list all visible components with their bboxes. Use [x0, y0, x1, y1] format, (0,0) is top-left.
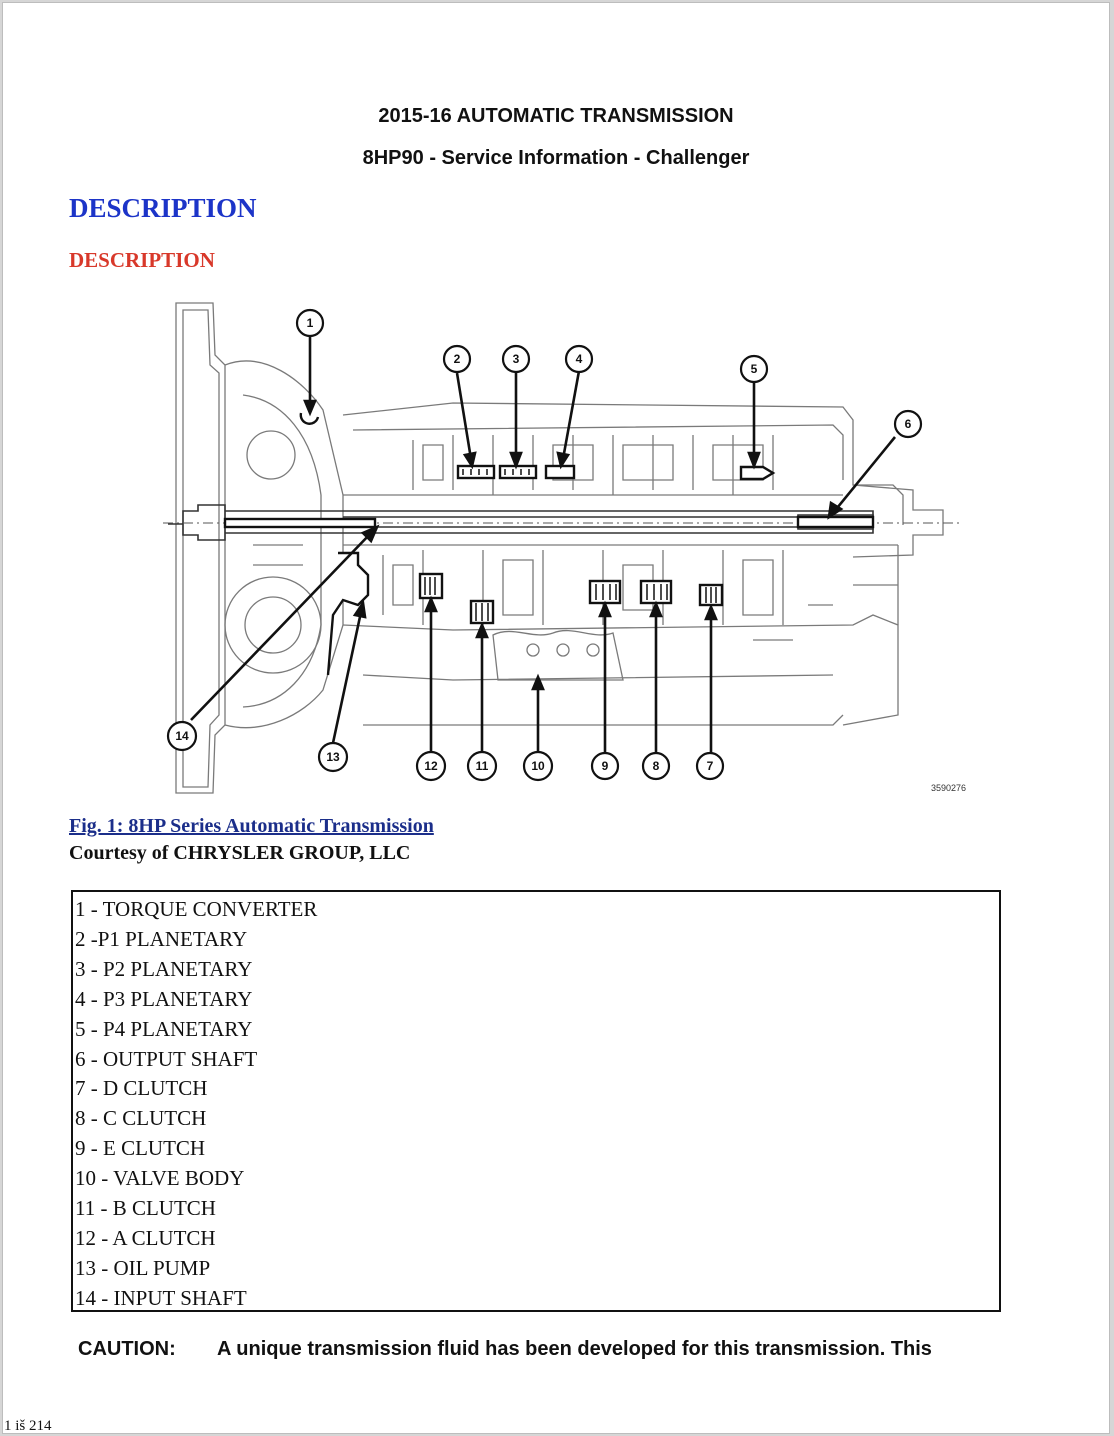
- callout-10: [522, 750, 554, 782]
- callout-7: [695, 751, 725, 781]
- legend-item: 8 - C CLUTCH: [75, 1106, 207, 1131]
- legend-item: 12 - A CLUTCH: [75, 1225, 216, 1250]
- callout-5: [739, 354, 769, 384]
- callout-label-3: 3: [513, 352, 520, 366]
- legend-item: 7 - D CLUTCH: [75, 1076, 208, 1101]
- callout-13: [317, 741, 349, 773]
- callout-4: [564, 344, 594, 374]
- callout-label-6: 6: [905, 417, 912, 431]
- callout-6: [893, 409, 923, 439]
- callout-9: [590, 751, 620, 781]
- legend-item: 13 - OIL PUMP: [75, 1255, 211, 1280]
- legend-item: 2 -P1 PLANETARY: [75, 926, 248, 951]
- callout-label-7: 7: [707, 759, 714, 773]
- callout-label-2: 2: [454, 352, 461, 366]
- callout-2: [442, 344, 472, 374]
- legend-table: 1 - TORQUE CONVERTER 2 -P1 PLANETARY 3 -…: [71, 890, 1001, 1312]
- callout-label-10: 10: [531, 759, 545, 773]
- callout-label-9: 9: [602, 759, 609, 773]
- caution-text: A unique transmission fluid has been dev…: [217, 1338, 932, 1360]
- legend-item: 10 - VALVE BODY: [75, 1166, 245, 1191]
- section-heading: DESCRIPTION: [69, 193, 257, 223]
- callout-8: [641, 751, 671, 781]
- legend-item: 11 - B CLUTCH: [75, 1196, 216, 1221]
- callout-label-4: 4: [576, 352, 583, 366]
- callout-label-1: 1: [307, 316, 314, 330]
- callout-label-13: 13: [326, 750, 340, 764]
- header-subtitle: 8HP90 - Service Information - Challenger: [362, 147, 750, 169]
- callout-label-5: 5: [751, 362, 758, 376]
- legend-item: 14 - INPUT SHAFT: [75, 1285, 247, 1310]
- page-indicator: 1 iš 214: [4, 1418, 52, 1434]
- drawing-number: 3590276: [931, 783, 966, 793]
- callout-label-14: 14: [175, 729, 189, 743]
- caution-label: CAUTION:: [78, 1338, 176, 1360]
- caution-note: CAUTION: A unique transmission fluid has …: [78, 1338, 932, 1361]
- transmission-diagram: 1 2 3 4 5 6 7 8 9 10 11 12 13 14 3590276: [163, 302, 966, 794]
- callout-1: [295, 308, 325, 338]
- legend-item: 6 - OUTPUT SHAFT: [75, 1046, 258, 1071]
- legend-item: 3 - P2 PLANETARY: [75, 956, 253, 981]
- figure-caption-link[interactable]: Fig. 1: 8HP Series Automatic Transmissio…: [69, 815, 434, 837]
- legend-item: 9 - E CLUTCH: [75, 1136, 206, 1161]
- callout-3: [501, 344, 531, 374]
- callout-12: [415, 750, 447, 782]
- legend-item: 5 - P4 PLANETARY: [75, 1016, 253, 1041]
- figure-courtesy: Courtesy of CHRYSLER GROUP, LLC: [69, 842, 411, 864]
- sub-heading: DESCRIPTION: [69, 248, 215, 272]
- legend-item: 4 - P3 PLANETARY: [75, 986, 253, 1011]
- callout-14: [166, 720, 198, 752]
- callout-11: [466, 750, 498, 782]
- legend-item: 1 - TORQUE CONVERTER: [75, 897, 318, 921]
- callout-label-12: 12: [424, 759, 438, 773]
- callout-label-11: 11: [476, 759, 489, 773]
- callout-label-8: 8: [653, 759, 660, 773]
- header-title: 2015-16 AUTOMATIC TRANSMISSION: [378, 105, 734, 127]
